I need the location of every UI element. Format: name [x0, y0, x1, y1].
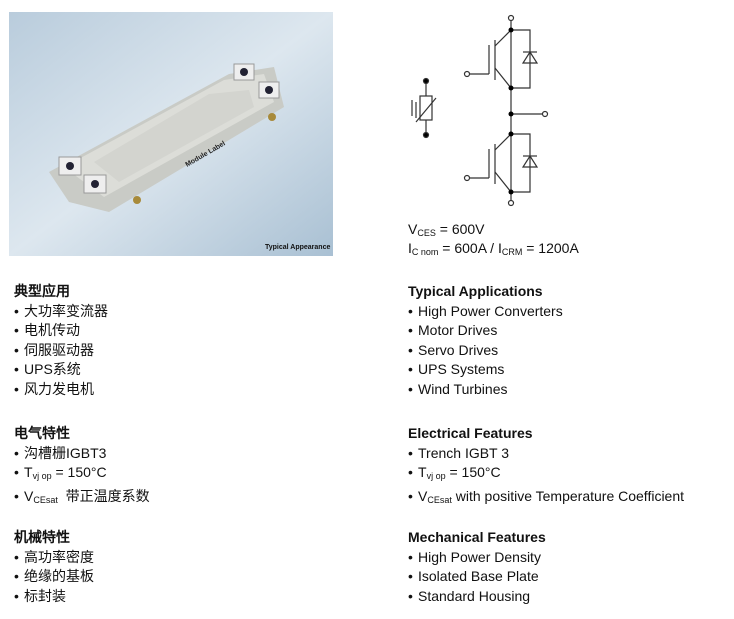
list-item: Isolated Base Plate	[408, 567, 546, 587]
list-item: 风力发电机	[14, 380, 108, 400]
list-item: UPS系统	[14, 360, 108, 380]
section-title: 典型应用	[14, 283, 70, 299]
cn-electrical: 电气特性 沟槽栅IGBT3 Tvj op = 150°C VCEsat 带正温度…	[14, 424, 150, 510]
cn-mechanical: 机械特性 高功率密度 绝缘的基板 标封装	[14, 528, 94, 606]
igbt-top	[463, 29, 539, 89]
en-applications: Typical Applications High Power Converte…	[408, 282, 563, 400]
en-mechanical: Mechanical Features High Power Density I…	[408, 528, 546, 606]
circuit-diagram	[411, 14, 549, 207]
spec-ic: IC nom = 600A / ICRM = 1200A	[408, 240, 579, 257]
list-item: 高功率密度	[14, 548, 94, 568]
list-item: VCEsat 带正温度系数	[14, 487, 150, 511]
list-item: High Power Converters	[408, 302, 563, 322]
list-item: Tvj op = 150°C	[408, 463, 684, 487]
list-item: Trench IGBT 3	[408, 444, 684, 464]
section-title: 电气特性	[14, 425, 70, 441]
list-item: 绝缘的基板	[14, 567, 94, 587]
list-item: Motor Drives	[408, 321, 563, 341]
list-item: 大功率变流器	[14, 302, 108, 322]
list-item: 沟槽栅IGBT3	[14, 444, 150, 464]
list-item: VCEsat with positive Temperature Coeffic…	[408, 487, 684, 511]
list-item: High Power Density	[408, 548, 546, 568]
section-title: Typical Applications	[408, 283, 543, 299]
list-item: Servo Drives	[408, 341, 563, 361]
list-item: 伺服驱动器	[14, 341, 108, 361]
list-item: 电机传动	[14, 321, 108, 341]
section-title: 机械特性	[14, 529, 70, 545]
spec-vces: VCES = 600V	[408, 221, 485, 238]
list-item: Wind Turbines	[408, 380, 563, 400]
list-item: Standard Housing	[408, 587, 546, 607]
section-title: Electrical Features	[408, 425, 533, 441]
list-item: UPS Systems	[408, 360, 563, 380]
module-photo: Module Label Typical Appearance	[9, 12, 333, 256]
section-title: Mechanical Features	[408, 529, 546, 545]
list-item: Tvj op = 150°C	[14, 463, 150, 487]
thermistor-symbol	[411, 77, 437, 139]
list-item: 标封装	[14, 587, 94, 607]
cn-applications: 典型应用 大功率变流器 电机传动 伺服驱动器 UPS系统 风力发电机	[14, 282, 108, 400]
photo-caption: Typical Appearance	[265, 244, 330, 251]
en-electrical: Electrical Features Trench IGBT 3 Tvj op…	[408, 424, 684, 510]
igbt-bottom	[463, 133, 539, 193]
